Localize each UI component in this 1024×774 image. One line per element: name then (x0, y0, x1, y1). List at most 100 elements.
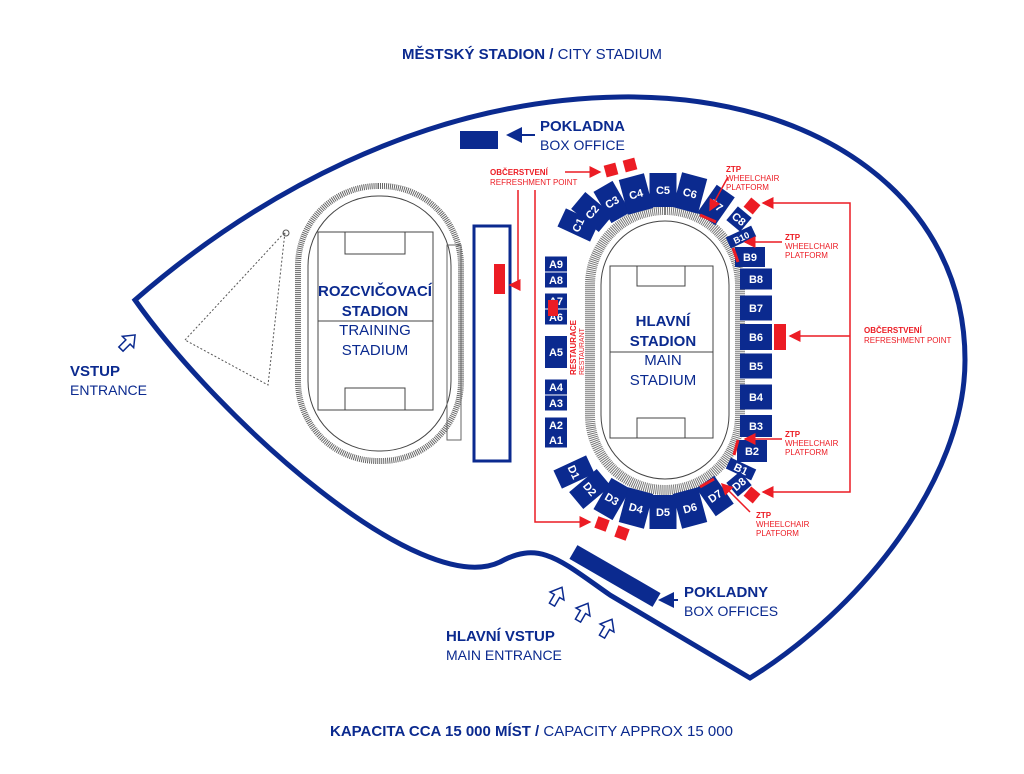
section-block[interactable] (649, 173, 677, 207)
section-block[interactable] (571, 192, 613, 232)
svg-text:WHEELCHAIR: WHEELCHAIR (756, 520, 810, 529)
svg-text:WHEELCHAIR: WHEELCHAIR (726, 174, 780, 183)
section-c3[interactable]: C3 (593, 180, 631, 224)
section-block[interactable] (696, 475, 734, 517)
svg-text:POKLADNY: POKLADNY (684, 584, 768, 601)
section-block[interactable] (593, 477, 631, 521)
capacity-footer: KAPACITA CCA 15 000 MÍST / CAPACITY APPR… (330, 723, 733, 740)
section-a5[interactable]: A5 (545, 336, 567, 368)
section-label: B9 (743, 252, 757, 264)
section-label: D4 (627, 501, 645, 516)
svg-text:PLATFORM: PLATFORM (785, 251, 828, 260)
section-block[interactable] (553, 455, 595, 489)
section-label: D6 (682, 501, 699, 516)
section-c5[interactable]: C5 (649, 173, 677, 207)
svg-text:STADION: STADION (342, 303, 408, 320)
box-offices-marker (569, 545, 661, 607)
section-block[interactable] (740, 415, 772, 437)
section-block[interactable] (545, 272, 567, 288)
section-block[interactable] (593, 180, 631, 224)
section-block[interactable] (725, 457, 757, 481)
section-block[interactable] (649, 495, 677, 529)
section-label: A9 (549, 259, 563, 271)
section-block[interactable] (618, 487, 654, 529)
section-block[interactable] (545, 336, 567, 368)
section-b8[interactable]: B8 (740, 268, 772, 290)
section-label: B4 (749, 392, 764, 404)
section-block[interactable] (569, 469, 611, 509)
section-d3[interactable]: D3 (593, 477, 631, 521)
section-b7[interactable]: B7 (740, 295, 772, 321)
section-label: C5 (656, 185, 670, 197)
section-d4[interactable]: D4 (618, 487, 654, 529)
training-stadium: ROZCVIČOVACÍ STADION TRAINING STADIUM (295, 183, 464, 464)
section-a4[interactable]: A4 (545, 379, 567, 395)
svg-text:OBČERSTVENÍ: OBČERSTVENÍ (490, 168, 549, 177)
section-block[interactable] (726, 206, 752, 232)
svg-text:MAIN: MAIN (644, 352, 682, 369)
section-label: C6 (681, 186, 698, 201)
svg-text:STADIUM: STADIUM (342, 342, 408, 359)
section-a8[interactable]: A8 (545, 272, 567, 288)
section-b4[interactable]: B4 (740, 384, 772, 410)
svg-text:WHEELCHAIR: WHEELCHAIR (785, 439, 839, 448)
section-block[interactable] (672, 487, 708, 529)
svg-text:REFRESHMENT POINT: REFRESHMENT POINT (490, 178, 578, 187)
section-b5[interactable]: B5 (740, 353, 772, 379)
refreshment-points (494, 157, 786, 541)
section-block[interactable] (740, 295, 772, 321)
section-a9[interactable]: A9 (545, 256, 567, 272)
section-d6[interactable]: D6 (672, 487, 708, 529)
section-a3[interactable]: A3 (545, 395, 567, 411)
section-block[interactable] (545, 379, 567, 395)
section-d7[interactable]: D7 (696, 475, 734, 517)
section-block[interactable] (557, 208, 599, 242)
svg-text:MAIN ENTRANCE: MAIN ENTRANCE (446, 647, 562, 663)
svg-text:OBČERSTVENÍ: OBČERSTVENÍ (864, 326, 923, 335)
section-b1[interactable]: B1 (725, 457, 757, 482)
svg-text:ZTP: ZTP (785, 430, 801, 439)
building (472, 224, 512, 463)
section-c2[interactable]: C2 (571, 192, 613, 232)
section-label: C4 (628, 187, 646, 202)
section-label: D5 (656, 507, 670, 519)
section-c8[interactable]: C8 (726, 206, 752, 232)
section-c6[interactable]: C6 (672, 172, 708, 214)
section-block[interactable] (545, 256, 567, 272)
section-d1[interactable]: D1 (553, 455, 595, 489)
section-d2[interactable]: D2 (569, 469, 611, 509)
section-b2[interactable]: B2 (737, 440, 767, 462)
section-a1[interactable]: A1 (545, 432, 567, 448)
section-block[interactable] (545, 417, 567, 433)
section-label: A4 (549, 382, 564, 394)
venue-boundary (131, 94, 968, 681)
svg-text:VSTUP: VSTUP (70, 363, 120, 380)
svg-text:WHEELCHAIR: WHEELCHAIR (785, 242, 839, 251)
section-d5[interactable]: D5 (649, 495, 677, 529)
entrance-arrow-icon (117, 334, 615, 640)
svg-text:ZTP: ZTP (756, 511, 772, 520)
section-a2[interactable]: A2 (545, 417, 567, 433)
section-block[interactable] (735, 247, 765, 267)
section-block[interactable] (672, 172, 708, 214)
section-block[interactable] (740, 353, 772, 379)
section-block[interactable] (725, 225, 757, 249)
section-label: A2 (549, 420, 563, 432)
section-block[interactable] (740, 268, 772, 290)
section-b6[interactable]: B6 (740, 324, 772, 350)
section-block[interactable] (545, 432, 567, 448)
section-b9[interactable]: B9 (735, 247, 765, 267)
section-label: B2 (745, 446, 759, 458)
svg-text:HLAVNÍ: HLAVNÍ (636, 313, 692, 330)
section-c4[interactable]: C4 (618, 173, 654, 215)
section-b3[interactable]: B3 (740, 415, 772, 437)
section-block[interactable] (740, 384, 772, 410)
section-block[interactable] (545, 395, 567, 411)
section-block[interactable] (618, 173, 654, 215)
section-block[interactable] (740, 324, 772, 350)
seating-sections: A9A8A7A6A5A4A3A2A1B10B9B8B7B6B5B4B3B2B1C… (545, 172, 772, 529)
section-c1[interactable]: C1 (557, 208, 599, 242)
section-block[interactable] (737, 440, 767, 462)
svg-text:RESTAURACE: RESTAURACE (569, 319, 578, 375)
